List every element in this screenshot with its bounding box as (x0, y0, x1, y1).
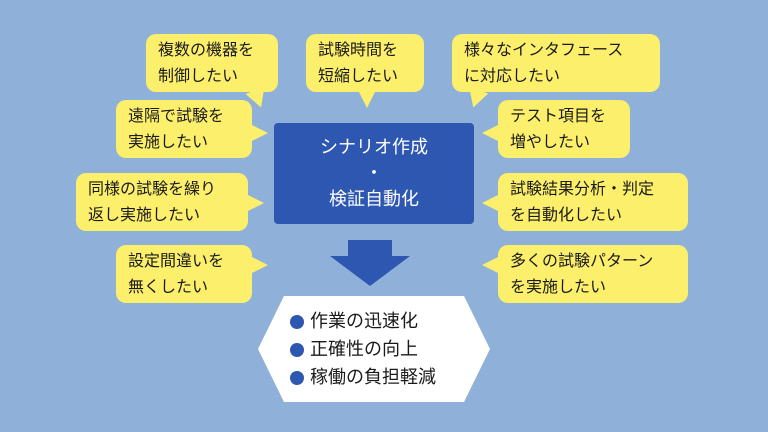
bubble-tail (250, 124, 268, 142)
bubble-line: 複数の機器を (158, 40, 255, 59)
bubble-multi-device: 複数の機器を 制御したい (146, 34, 278, 92)
bubble-line: テスト項目を (510, 106, 607, 125)
result-text: 作業の迅速化 (310, 311, 418, 332)
bubble-line: 設定間違いを (128, 251, 225, 270)
center-box: シナリオ作成 ・ 検証自動化 (274, 123, 474, 224)
center-line-2: ・ (365, 162, 383, 184)
bubble-line: 遠隔で試験を (128, 106, 225, 125)
bubble-line: 無くしたい (128, 277, 209, 296)
bubble-more-items: テスト項目を 増やしたい (498, 100, 630, 158)
center-line-3: 検証自動化 (329, 188, 419, 210)
bubble-repeat-test: 同様の試験を繰り 返し実施したい (76, 173, 248, 231)
bubble-shorten-time: 試験時間を 短縮したい (306, 34, 424, 92)
result-item: 作業の迅速化 (290, 308, 436, 336)
bubble-tail (482, 256, 500, 274)
bubble-tail (482, 124, 500, 142)
result-hexagon (258, 296, 490, 402)
result-list: 作業の迅速化 正確性の向上 稼働の負担軽減 (290, 308, 436, 392)
result-text: 正確性の向上 (310, 339, 418, 360)
bubble-line: 短縮したい (318, 66, 399, 85)
bubble-no-mistakes: 設定間違いを 無くしたい (116, 245, 252, 303)
result-item: 正確性の向上 (290, 336, 436, 364)
bullet-icon (290, 315, 304, 329)
bullet-icon (290, 371, 304, 385)
bubble-line: を自動化したい (510, 205, 623, 224)
result-text: 稼働の負担軽減 (310, 367, 436, 388)
bubble-tail (482, 194, 500, 212)
bubble-tail (246, 194, 264, 212)
bubble-tail (358, 90, 376, 108)
bubble-many-patterns: 多くの試験パターン を実施したい (498, 245, 688, 303)
down-arrow-icon (330, 240, 410, 286)
bubble-line: 返し実施したい (88, 205, 201, 224)
bubble-line: 同様の試験を繰り (88, 179, 217, 198)
bullet-icon (290, 343, 304, 357)
bubble-line: 制御したい (158, 66, 239, 85)
bubble-line: 多くの試験パターン (510, 251, 654, 270)
bubble-auto-analysis: 試験結果分析・判定 を自動化したい (498, 173, 688, 231)
bubble-line: 試験時間を (318, 40, 399, 59)
bubble-line: 試験結果分析・判定 (510, 179, 655, 198)
bubble-line: 実施したい (128, 132, 209, 151)
bubble-line: に対応したい (464, 66, 561, 85)
bubble-tail (250, 256, 268, 274)
bubble-line: 増やしたい (510, 132, 591, 151)
bubble-line: 様々なインタフェース (464, 40, 624, 59)
center-line-1: シナリオ作成 (320, 136, 428, 158)
bubble-remote-test: 遠隔で試験を 実施したい (116, 100, 252, 158)
bubble-line: を実施したい (510, 277, 607, 296)
bubble-interfaces: 様々なインタフェース に対応したい (452, 34, 660, 92)
result-item: 稼働の負担軽減 (290, 364, 436, 392)
